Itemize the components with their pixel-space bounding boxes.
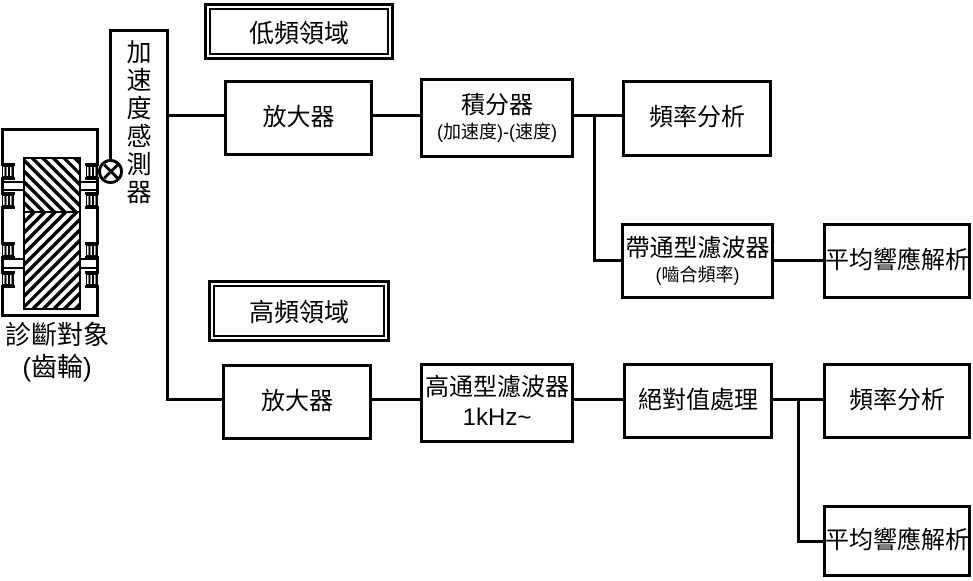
bandpass-subtitle: (嚙合頻率) — [655, 265, 740, 286]
frequency-analysis-bottom-label: 頻率分析 — [849, 386, 945, 414]
connector-into-average — [797, 540, 823, 543]
bearing-symbol — [1, 163, 15, 180]
shaft-line — [80, 267, 98, 269]
box-absolute-value: 絕對值處理 — [623, 363, 773, 439]
connector-integrator-freq — [574, 114, 622, 117]
average-response-top-label: 平均響應解析 — [825, 246, 969, 274]
connector-amp-integrator — [373, 114, 420, 117]
gear-hatched-bottom — [23, 211, 81, 310]
shaft-line — [3, 258, 23, 260]
bearing-symbol — [85, 271, 99, 288]
highpass-subtitle: 1kHz~ — [462, 403, 532, 431]
connector-into-bandpass — [593, 259, 621, 262]
accelerometer-label: 加速度感測器 — [123, 39, 151, 207]
shaft-line — [80, 189, 98, 191]
amplifier-bottom-label: 放大器 — [261, 387, 333, 415]
connector-to-amp-bottom — [169, 398, 222, 401]
shaft-line — [3, 181, 23, 183]
box-average-response-bottom: 平均響應解析 — [823, 505, 971, 577]
header-high-frequency: 高頻領域 — [208, 280, 390, 342]
connector-bandpass-average — [774, 259, 823, 262]
frequency-analysis-top-label: 頻率分析 — [649, 104, 745, 132]
connector-main-vertical — [166, 29, 169, 401]
average-response-bottom-label: 平均響應解析 — [825, 526, 969, 554]
bearing-symbol — [1, 271, 15, 288]
box-frequency-analysis-top: 頻率分析 — [622, 80, 772, 157]
bandpass-title: 帶通型濾波器 — [625, 234, 770, 262]
shaft-line — [80, 181, 98, 183]
connector-drop-bandpass — [593, 117, 596, 262]
caption-line2: (齒輪) — [22, 352, 92, 382]
box-average-response-top: 平均響應解析 — [823, 223, 971, 299]
gear-hatched-top — [23, 157, 81, 214]
box-amplifier-top: 放大器 — [224, 80, 373, 156]
caption-line1: 診斷對象 — [4, 320, 109, 350]
header-high-frequency-label: 高頻領域 — [213, 285, 385, 337]
connector-top-horizontal — [109, 29, 169, 32]
connector-highpass-abs — [574, 398, 623, 401]
header-low-frequency-label: 低頻領域 — [209, 8, 389, 55]
box-frequency-analysis-bottom: 頻率分析 — [823, 363, 971, 439]
highpass-title: 高通型濾波器 — [425, 374, 569, 402]
shaft-line — [3, 267, 23, 269]
shaft-line — [80, 258, 98, 260]
box-highpass-filter: 高通型濾波器 1kHz~ — [420, 363, 574, 443]
bearing-symbol — [85, 242, 99, 259]
bearing-symbol — [1, 192, 15, 209]
connector-amp-highpass — [372, 398, 420, 401]
integrator-subtitle: (加速度)-(速度) — [437, 122, 557, 143]
connector-sensor-up — [109, 29, 112, 162]
absolute-value-label: 絕對值處理 — [638, 386, 758, 414]
shaft-line — [3, 189, 23, 191]
diagnosis-target-caption: 診斷對象 (齒輪) — [0, 319, 114, 383]
box-integrator: 積分器 (加速度)-(速度) — [420, 78, 574, 158]
box-bandpass-filter: 帶通型濾波器 (嚙合頻率) — [621, 223, 774, 299]
bearing-symbol — [1, 242, 15, 259]
box-amplifier-bottom: 放大器 — [222, 364, 372, 440]
bearing-symbol — [85, 163, 99, 180]
accelerometer-icon — [98, 159, 123, 184]
connector-drop-average — [797, 398, 800, 543]
connector-to-amp-top — [169, 114, 224, 117]
bearing-symbol — [85, 192, 99, 209]
amplifier-top-label: 放大器 — [262, 103, 335, 131]
integrator-title: 積分器 — [461, 91, 533, 119]
header-low-frequency: 低頻領域 — [204, 3, 394, 60]
